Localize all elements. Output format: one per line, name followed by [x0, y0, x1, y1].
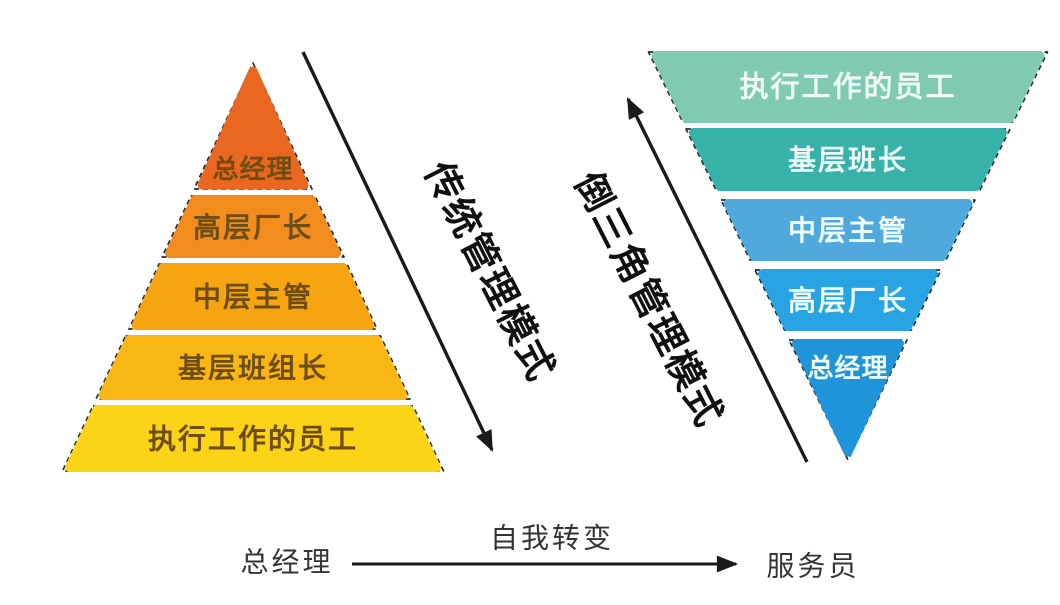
level-dashed-border	[95, 335, 411, 400]
flow-to-label: 服务员	[766, 551, 859, 582]
level-label: 总经理	[807, 353, 888, 383]
inverted-level-senior-director: 高层厂长	[754, 269, 942, 331]
level-label: 高层厂长	[193, 212, 313, 243]
pyramid-level-general-manager: 总经理	[193, 62, 313, 190]
level-shape	[65, 405, 441, 472]
pyramid-level-senior-director: 高层厂长	[161, 195, 345, 258]
level-label: 执行工作的员工	[739, 70, 956, 104]
inverted-level-team-leader: 基层班长	[685, 128, 1011, 191]
inverted-model-title: 倒三角管理模式	[565, 165, 730, 434]
pyramid-level-team-leader: 基层班组长	[95, 335, 411, 400]
inverted-level-workers: 执行工作的员工	[647, 51, 1049, 123]
level-shape	[197, 66, 309, 190]
level-shape	[792, 339, 904, 457]
level-dashed-border	[61, 405, 445, 472]
inverted-pyramid: 执行工作的员工 基层班长 中层主管 高层厂长 总经理	[647, 51, 1049, 461]
flow-arrow-label: 自我转变	[490, 523, 614, 554]
level-shape	[165, 195, 341, 258]
level-label: 中层主管	[788, 214, 908, 246]
level-shape	[758, 269, 938, 331]
level-shape	[98, 335, 408, 400]
level-shape	[689, 128, 1007, 191]
level-label: 中层主管	[193, 281, 313, 313]
traditional-model-arrow	[301, 51, 494, 452]
inverted-level-middle-supervisor: 中层主管	[720, 199, 976, 261]
level-shape	[723, 199, 973, 261]
inverted-level-general-manager: 总经理	[788, 339, 908, 461]
level-dashed-border	[128, 263, 378, 330]
level-dashed-border	[754, 269, 942, 331]
pyramid-level-workers: 执行工作的员工	[61, 405, 445, 472]
traditional-model-title: 传统管理模式	[415, 155, 562, 389]
level-label: 高层厂长	[788, 285, 908, 316]
inverted-model-arrow	[626, 97, 809, 463]
level-label: 总经理	[212, 154, 293, 184]
pyramid-level-middle-supervisor: 中层主管	[128, 263, 378, 330]
traditional-pyramid: 总经理 高层厂长 中层主管 基层班组长 执行工作的员工	[61, 62, 445, 472]
level-shape	[651, 51, 1045, 123]
flow-from-label: 总经理	[240, 547, 333, 578]
level-label: 基层班长	[788, 145, 908, 176]
level-label: 基层班组长	[178, 353, 328, 384]
self-transformation-flow: 总经理 自我转变 服务员	[240, 523, 859, 582]
level-label: 执行工作的员工	[148, 423, 358, 455]
level-shape	[131, 263, 375, 330]
